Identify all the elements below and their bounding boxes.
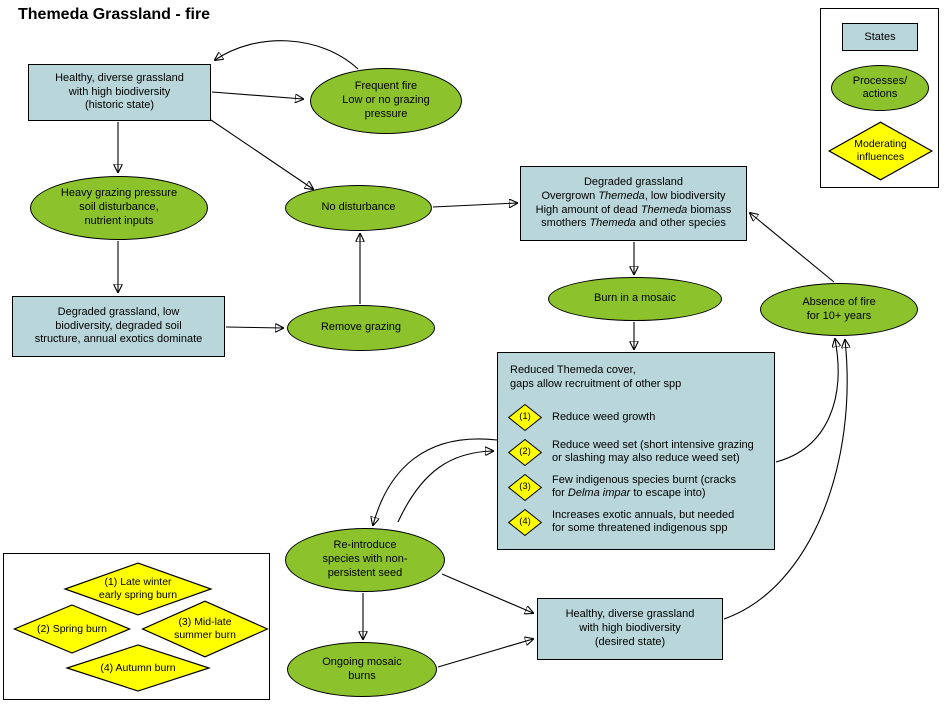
edge-degraded-lowbio-to-remove-grazing	[225, 327, 283, 328]
legend-processes-swatch: Processes/ actions	[831, 65, 929, 111]
process-no-disturbance: No disturbance	[285, 185, 432, 231]
process-burn-in-mosaic: Burn in a mosaic	[548, 277, 722, 321]
reduced-box-title: Reduced Themeda cover, gaps allow recrui…	[510, 364, 682, 391]
legend-key: States Processes/ actions Moderating inf…	[820, 8, 939, 188]
process-absence-of-fire: Absence of fire for 10+ years	[760, 283, 918, 336]
state-healthy-desired: Healthy, diverse grassland with high bio…	[537, 598, 723, 660]
moderator-spring-burn: (2) Spring burn	[12, 604, 132, 654]
page-title: Themeda Grassland - fire	[18, 6, 211, 23]
moderator-2-number: (2)	[519, 446, 531, 458]
moderator-4-icon: (4)	[508, 509, 542, 536]
legend-moderating-label: Moderating influences	[854, 138, 907, 163]
edge-reduced-to-reintroduce	[373, 438, 498, 525]
edge-absence-fire-to-degraded-overgrown	[750, 213, 835, 283]
edge-reintroduce-to-desired	[441, 573, 533, 613]
moderator-spring-burn-label: (2) Spring burn	[36, 622, 108, 635]
edge-ongoing-burns-to-desired	[437, 639, 533, 668]
legend-states-swatch: States	[842, 23, 918, 51]
state-degraded-low-biodiversity: Degraded grassland, low biodiversity, de…	[12, 296, 225, 357]
moderator-2-icon: (2)	[508, 439, 542, 466]
moderator-autumn-burn-label: (4) Autumn burn	[100, 661, 176, 674]
moderator-autumn-burn: (4) Autumn burn	[64, 644, 212, 692]
reduced-item-3: (3) Few indigenous species burnt (cracks…	[508, 474, 766, 501]
moderator-late-winter-burn-label: (1) Late winter early spring burn	[98, 576, 178, 601]
edge-frequent-fire-to-healthy	[215, 40, 359, 70]
process-heavy-grazing: Heavy grazing pressure soil disturbance,…	[30, 176, 208, 240]
moderator-3-icon: (3)	[508, 474, 542, 501]
legend-moderating-swatch: Moderating influences	[827, 121, 934, 181]
moderator-3-number: (3)	[519, 481, 531, 493]
reduced-item-2-text: Reduce weed set (short intensive grazing…	[552, 438, 754, 465]
edge-healthy-to-frequent-fire	[211, 91, 303, 99]
moderator-late-winter-burn: (1) Late winter early spring burn	[62, 562, 214, 616]
moderator-1-number: (1)	[519, 411, 531, 423]
process-remove-grazing: Remove grazing	[287, 305, 435, 351]
moderator-summer-burn: (3) Mid-late summer burn	[140, 600, 270, 658]
edge-healthy-to-no-disturbance	[210, 119, 313, 189]
state-healthy-historic: Healthy, diverse grassland with high bio…	[28, 64, 211, 121]
process-ongoing-mosaic-burns: Ongoing mosaic burns	[287, 642, 437, 697]
reduced-item-2: (2) Reduce weed set (short intensive gra…	[508, 439, 766, 466]
state-reduced-themeda-cover: Reduced Themeda cover, gaps allow recrui…	[497, 352, 775, 550]
moderator-4-number: (4)	[519, 516, 531, 528]
reduced-item-1-text: Reduce weed growth	[552, 410, 656, 423]
edge-reduced-to-absence-fire	[775, 339, 838, 463]
moderator-summer-burn-label: (3) Mid-late summer burn	[174, 616, 236, 641]
edge-no-disturbance-to-degraded-overgrown	[432, 203, 517, 207]
reduced-item-1: (1) Reduce weed growth	[508, 404, 766, 431]
edge-reintroduce-to-reduced	[397, 451, 493, 523]
burn-types-panel: (1) Late winter early spring burn (2) Sp…	[3, 553, 270, 700]
moderator-1-icon: (1)	[508, 404, 542, 431]
process-frequent-fire: Frequent fire Low or no grazing pressure	[310, 68, 462, 134]
process-reintroduce-species: Re-introduce species with non- persisten…	[285, 528, 445, 592]
reduced-item-4: (4) Increases exotic annuals, but needed…	[508, 509, 766, 536]
